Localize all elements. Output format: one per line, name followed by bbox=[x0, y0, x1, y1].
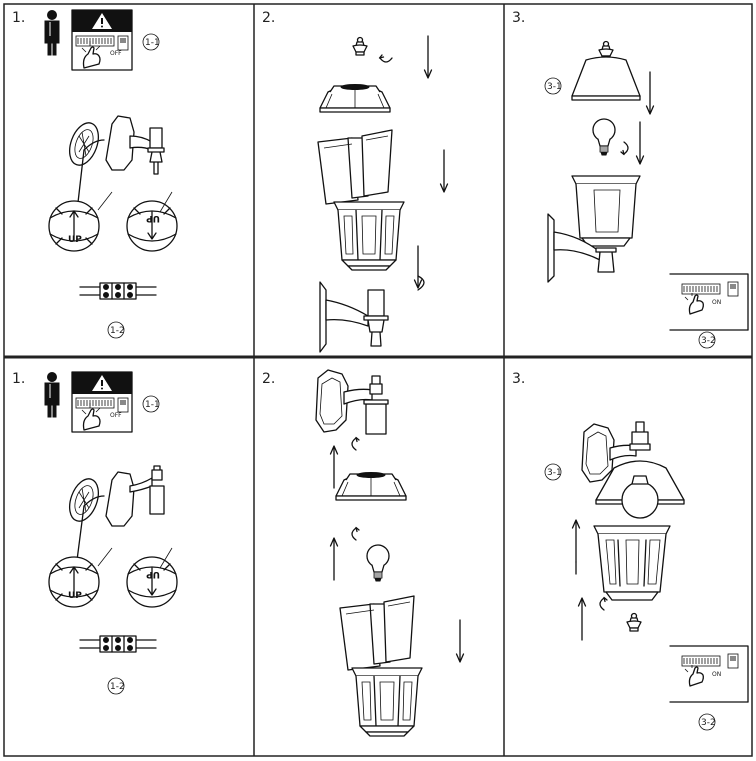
panel-step-2-row-1: 2. bbox=[262, 10, 449, 353]
label-1-2: 1-2 bbox=[110, 326, 125, 336]
panel-step-1-row-2: 1. 1-1 UP 1-2 bbox=[12, 371, 178, 695]
step-number: 1. bbox=[12, 10, 25, 26]
step-number: 1. bbox=[12, 371, 25, 387]
step-number: 3. bbox=[512, 371, 525, 387]
panel-step-3-row-2: 3. 3-1 ON 3-2 bbox=[512, 371, 749, 731]
panel-step-1-row-1: 1. 1-1 UP 1-2 bbox=[12, 9, 178, 339]
label-3-1: 3-1 bbox=[547, 82, 562, 92]
step-number: 2. bbox=[262, 371, 275, 387]
switch-on-label: ON bbox=[712, 299, 721, 306]
label-3-2: 3-2 bbox=[701, 718, 716, 728]
panel-step-2-row-2: 2. bbox=[262, 369, 465, 737]
label-3-1: 3-1 bbox=[547, 468, 562, 478]
switch-on-label: ON bbox=[712, 671, 721, 678]
label-3-2: 3-2 bbox=[701, 336, 716, 346]
panel-step-3-row-1: 3. 3-1 ON 3-2 bbox=[512, 10, 749, 349]
label-1-1: 1-1 bbox=[145, 38, 160, 48]
sheet-frame bbox=[3, 3, 753, 757]
label-1-2: 1-2 bbox=[110, 682, 125, 692]
up-mark: UP bbox=[68, 591, 82, 601]
label-1-1: 1-1 bbox=[145, 400, 160, 410]
up-mark: UP bbox=[68, 235, 82, 245]
step-number: 3. bbox=[512, 10, 525, 26]
step-number: 2. bbox=[262, 10, 275, 26]
